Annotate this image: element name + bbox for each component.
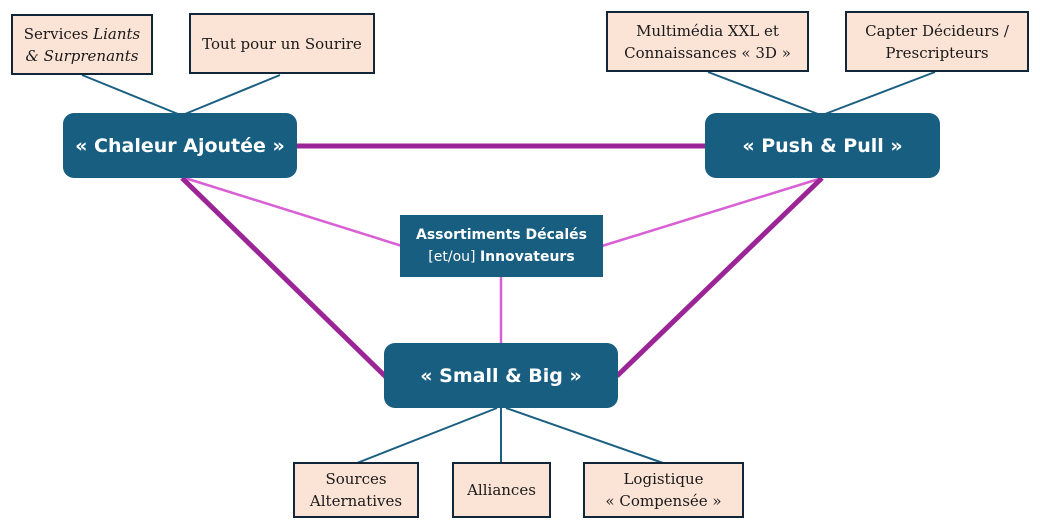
leaf-multimedia-line1: Multimédia XXL et xyxy=(636,21,779,40)
leaf-tout-pour-un-sourire: Tout pour un Sourire xyxy=(189,13,375,74)
center-line1: Assortiments Décalés xyxy=(416,227,587,243)
node-smallbig-label: « Small & Big » xyxy=(420,364,582,387)
leaf-logistique-line2: « Compensée » xyxy=(605,492,722,510)
edge-pushpull-smallbig xyxy=(615,176,824,378)
leaf-services-liants: Services Liants & Surprenants xyxy=(11,14,153,75)
leaf-sources-alternatives: Sources Alternatives xyxy=(293,462,419,518)
edge-chaleur-center xyxy=(184,176,403,248)
edge-sourire-chaleur xyxy=(184,74,281,115)
leaf-decideurs-line2: Prescripteurs xyxy=(885,43,989,62)
leaf-logistique: Logistique « Compensée » xyxy=(583,462,744,518)
node-small-big: « Small & Big » xyxy=(384,343,618,408)
node-pushpull-label: « Push & Pull » xyxy=(742,134,903,157)
leaf-multimedia-line2: Connaissances « 3D » xyxy=(624,43,791,62)
leaf-services-italic2: & Surprenants xyxy=(25,46,139,65)
edge-pushpull-center xyxy=(601,176,823,248)
edge-chaleur-smallbig xyxy=(180,176,388,379)
leaf-sources-line1: Sources xyxy=(325,470,387,488)
leaf-multimedia: Multimédia XXL et Connaissances « 3D » xyxy=(606,11,809,72)
leaf-capter-decideurs: Capter Décideurs / Prescripteurs xyxy=(845,11,1029,72)
leaf-alliances-text: Alliances xyxy=(467,481,536,499)
leaf-decideurs-line1: Capter Décideurs / xyxy=(865,21,1009,40)
leaf-sources-line2: Alternatives xyxy=(309,492,403,510)
node-push-pull: « Push & Pull » xyxy=(705,113,940,178)
center-line2-bold: Innovateurs xyxy=(479,249,575,265)
leaf-logistique-line1: Logistique xyxy=(623,470,704,488)
edge-smallbig-logistique xyxy=(505,407,664,464)
edge-multimedia-pushpull xyxy=(707,71,819,115)
leaf-services-word: Services xyxy=(23,24,89,43)
node-assortiments: Assortiments Décalés [et/ou] Innovateurs xyxy=(400,215,603,277)
edge-services-chaleur xyxy=(81,74,179,115)
leaf-sourire-text: Tout pour un Sourire xyxy=(202,34,362,53)
edge-decideurs-pushpull xyxy=(824,71,936,115)
node-chaleur-ajoutee: « Chaleur Ajoutée » xyxy=(63,113,297,178)
leaf-services-italic1: Liants xyxy=(93,24,141,43)
center-line2-prefix: [et/ou] xyxy=(428,249,476,265)
node-chaleur-label: « Chaleur Ajoutée » xyxy=(75,134,285,157)
leaf-alliances: Alliances xyxy=(452,462,551,518)
edge-smallbig-sources xyxy=(356,407,498,464)
